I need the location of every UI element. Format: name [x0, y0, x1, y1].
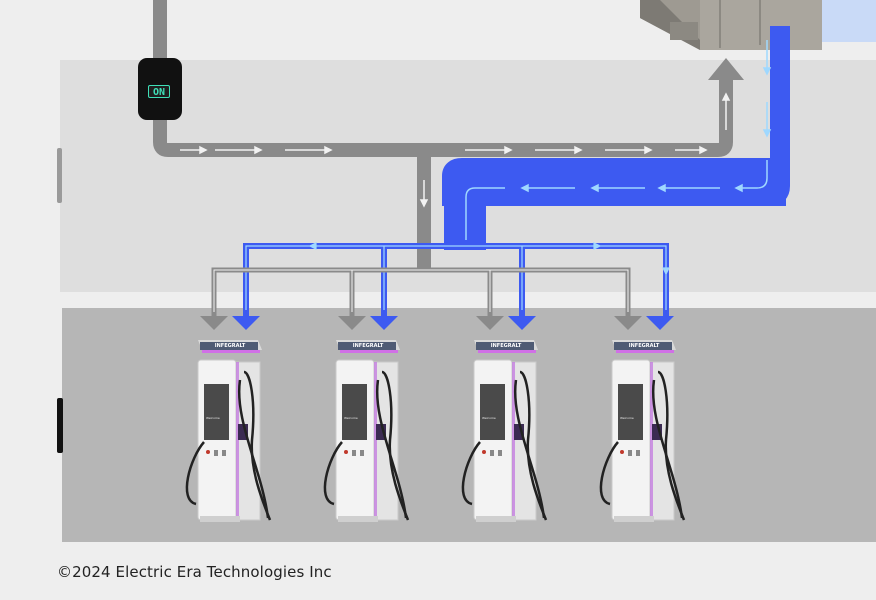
sky-patch	[820, 0, 876, 42]
dispenser-inlet-arrows	[200, 316, 674, 330]
distribution-flow-arrows	[245, 242, 670, 310]
dispenser-brand-label: INFEGRALT	[352, 343, 384, 349]
power-switch-on-indicator[interactable]: ON	[148, 85, 170, 98]
grid-distribution-lines	[213, 269, 629, 312]
battery-flow-arrows	[465, 40, 772, 240]
edge-marker-upper	[57, 148, 62, 203]
dispenser	[323, 338, 410, 524]
dispenser	[461, 338, 548, 524]
dispenser-screen-text: Welcome	[482, 416, 496, 420]
dispenser	[599, 338, 686, 524]
grid-flow-arrows	[180, 92, 731, 208]
dispenser-screen-text: Welcome	[344, 416, 358, 420]
edge-marker-lower	[57, 398, 63, 453]
grid-power-path	[153, 0, 733, 270]
copyright-footer: ©2024 Electric Era Technologies Inc	[57, 563, 332, 581]
dispenser-screen-text: Welcome	[620, 416, 634, 420]
battery-band	[442, 176, 786, 206]
lower-lot	[62, 308, 876, 542]
grid-arrowhead-up	[708, 58, 744, 80]
dispenser-brand-label: INFEGRALT	[490, 343, 522, 349]
dispenser-brand-label: INFEGRALT	[628, 343, 660, 349]
battery-cabinet	[640, 0, 822, 50]
dispenser-screen-text: Welcome	[206, 416, 220, 420]
dispenser	[185, 340, 272, 522]
battery-drop	[444, 176, 486, 250]
dispenser-brand-label: INFEGRALT	[214, 343, 246, 349]
charging-dispensers	[185, 338, 686, 524]
